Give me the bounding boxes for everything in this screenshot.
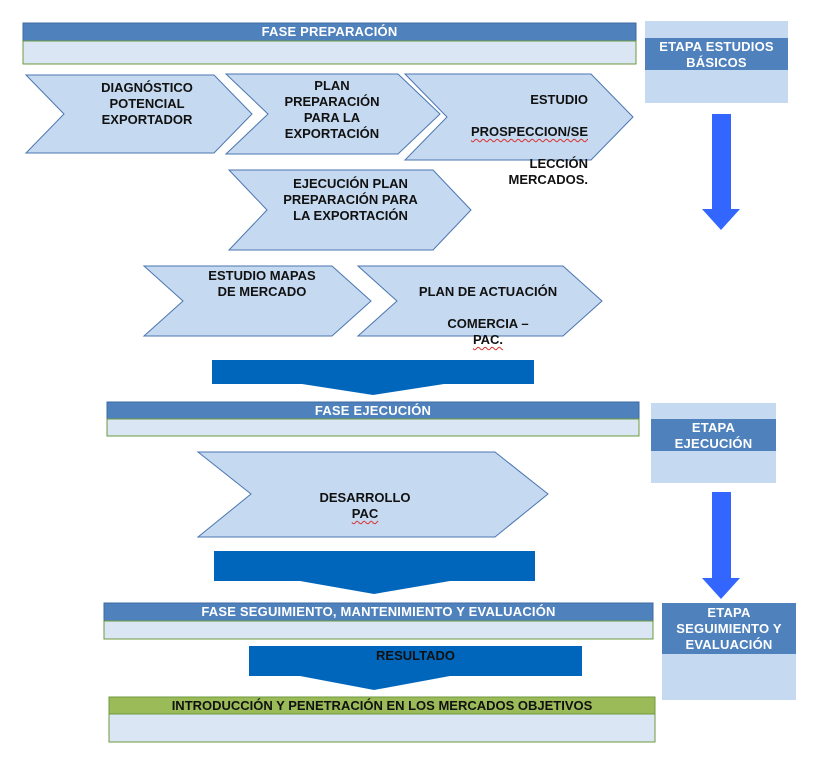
resultado-label: RESULTADO (376, 648, 455, 663)
resultado-bar (249, 646, 582, 676)
stage-header-estudios (645, 38, 788, 70)
stage-header-ejecucion (651, 419, 776, 451)
step-desarrollo-pac-acronym: PAC (351, 506, 379, 521)
step-estudio-prospeccion-line2: PROSPECCION/SE (470, 124, 588, 139)
phase-body-ejecucion (106, 418, 640, 437)
step-diagnostico: DIAGNÓSTICO POTENCIAL EXPORTADOR (101, 80, 193, 127)
step-desarrollo-pac: DESARROLLO PAC (270, 474, 460, 522)
step-plan-actuacion-line1: PLAN DE ACTUACIÓN (418, 284, 558, 299)
step-ejecucion-plan: EJECUCIÓN PLAN PREPARACIÓN PARA LA EXPOR… (283, 176, 418, 223)
chevron-plan-actuacion (356, 265, 603, 337)
chevron-plan-preparacion (224, 73, 441, 155)
transition-bar-2 (214, 551, 535, 581)
transition-tip-1 (302, 384, 444, 395)
phase-body-seguimiento (103, 620, 654, 640)
step-plan-actuacion-line2: COMERCIA – (447, 316, 529, 331)
step-estudio-mapas: ESTUDIO MAPAS DE MERCADO (208, 268, 316, 299)
step-plan-preparacion: PLAN PREPARACIÓN PARA LA EXPORTACIÓN (284, 78, 380, 141)
phase-title-seguimiento: FASE SEGUIMIENTO, MANTENIMIENTO Y EVALUA… (201, 604, 556, 619)
down-arrow-ejecucion (702, 492, 740, 599)
chevron-diagnostico (24, 74, 253, 154)
step-estudio-prospeccion: ESTUDIO PROSPECCION/SE LECCIÓN MERCADOS. (452, 76, 588, 188)
transition-tip-2 (300, 581, 450, 594)
stage-label-ejecucion: ETAPA EJECUCIÓN (674, 420, 753, 451)
stage-header-seguimiento (662, 603, 796, 654)
stage-label-seguimiento: ETAPA SEGUIMIENTO Y EVALUACIÓN (676, 605, 782, 652)
resultado-tip (300, 676, 450, 690)
chevron-estudio-prospeccion (403, 73, 634, 161)
phase-title-preparacion: FASE PREPARACIÓN (261, 24, 398, 39)
introduccion-label: INTRODUCCIÓN Y PENETRACIÓN EN LOS MERCAD… (171, 698, 593, 713)
result-body-box (108, 713, 656, 743)
chevron-ejecucion-plan (227, 169, 472, 251)
step-estudio-prospeccion-line1: ESTUDIO (530, 92, 588, 107)
phase-body-preparacion (22, 40, 637, 65)
step-desarrollo-pac-word: DESARROLLO (319, 490, 411, 505)
chevron-estudio-mapas (142, 265, 372, 337)
step-plan-actuacion-pac: PAC. (472, 332, 504, 347)
step-estudio-prospeccion-line3: LECCIÓN MERCADOS. (508, 156, 588, 187)
chevron-desarrollo-pac (196, 451, 549, 538)
transition-bar-1 (212, 360, 534, 384)
stage-label-estudios: ETAPA ESTUDIOS BÁSICOS (659, 39, 774, 70)
phase-title-ejecucion: FASE EJECUCIÓN (314, 403, 432, 418)
down-arrow-estudios (702, 114, 740, 230)
step-plan-actuacion: PLAN DE ACTUACIÓN COMERCIA – PAC. (400, 268, 576, 348)
